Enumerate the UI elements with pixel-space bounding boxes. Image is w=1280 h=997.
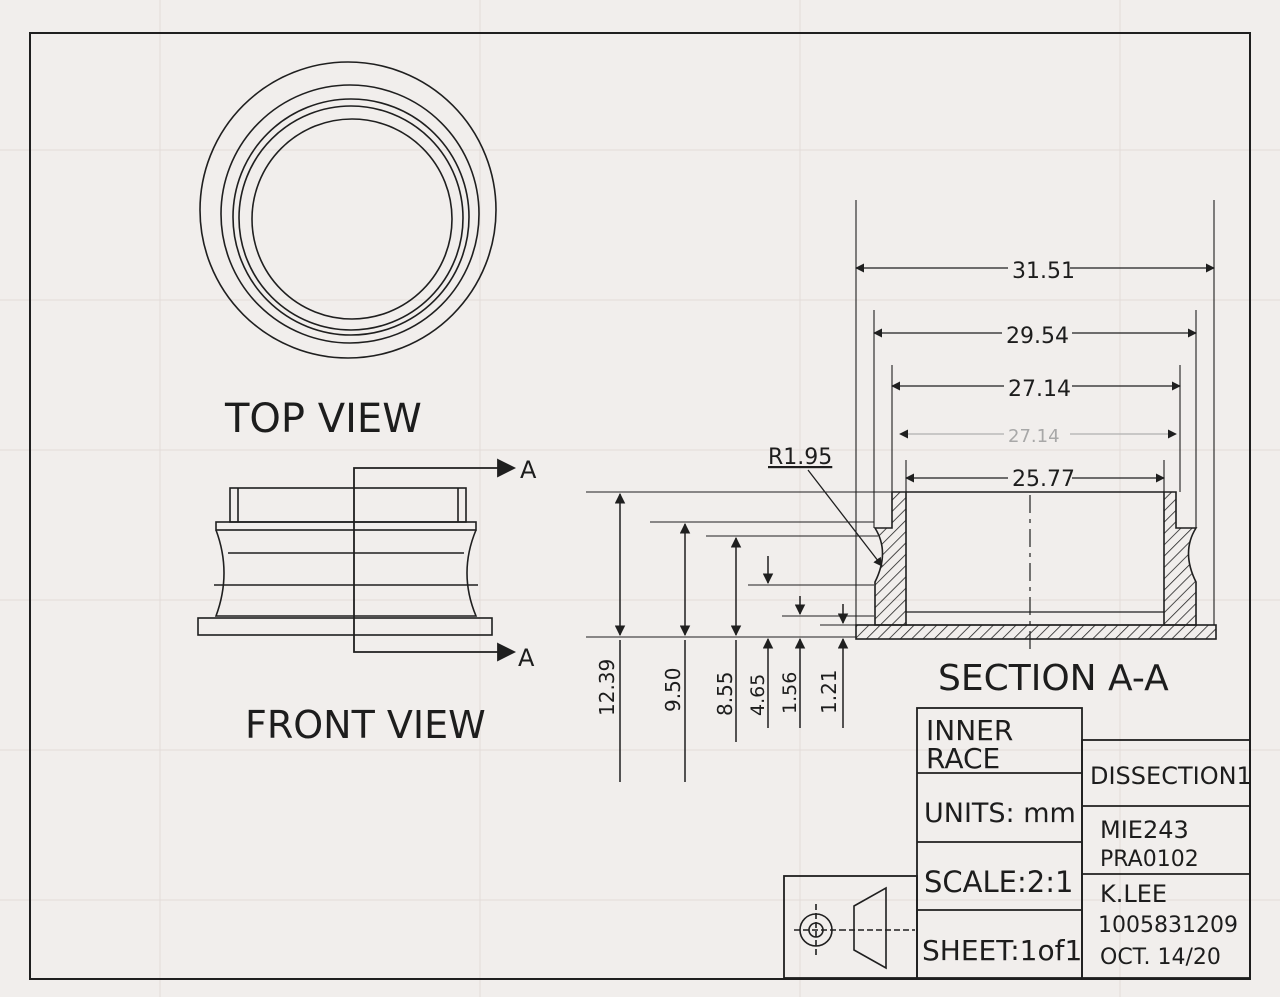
section-marker-upper: A — [520, 456, 537, 484]
title-assembly: DISSECTION1 — [1090, 762, 1252, 790]
dim-label-27-14-faint: 27.14 — [1008, 426, 1060, 447]
dim-label-1-21: 1.21 — [817, 669, 841, 714]
dim-label-25-77: 25.77 — [1012, 467, 1075, 492]
section-view-drawing — [855, 491, 1217, 655]
dim-label-9-50: 9.50 — [661, 667, 685, 712]
title-units: UNITS: mm — [924, 798, 1076, 829]
dim-label-31-51: 31.51 — [1012, 259, 1075, 284]
top-view-label: TOP VIEW — [224, 396, 422, 442]
vertical-extension-lines — [586, 491, 892, 638]
dim-label-4-65: 4.65 — [747, 674, 769, 716]
title-course-line1: MIE243 — [1100, 816, 1189, 844]
radius-label: R1.95 — [768, 445, 832, 470]
top-view-drawing — [199, 61, 497, 359]
title-author-line1: K.LEE — [1100, 880, 1167, 908]
dim-label-29-54: 29.54 — [1006, 324, 1069, 349]
dim-label-27-14: 27.14 — [1008, 377, 1071, 402]
dim-label-12-39: 12.39 — [595, 659, 619, 716]
title-block — [783, 707, 1251, 979]
title-course-line2: PRA0102 — [1100, 847, 1199, 872]
vertical-dimension-lines — [614, 492, 849, 782]
title-part-line2: RACE — [926, 742, 1000, 775]
title-author-line3: OCT. 14/20 — [1100, 945, 1221, 970]
front-view-drawing — [197, 487, 493, 636]
section-marker-lower: A — [518, 644, 535, 672]
projection-symbol — [794, 886, 915, 970]
drawing-border — [29, 32, 1251, 980]
title-author-line2: 1005831209 — [1098, 913, 1238, 938]
horizontal-dimension-lines — [855, 263, 1215, 483]
section-view-label: SECTION A-A — [938, 658, 1169, 699]
radius-leader — [807, 469, 883, 567]
dim-label-8-55: 8.55 — [713, 671, 737, 716]
cutting-plane-line — [353, 458, 517, 662]
front-view-label: FRONT VIEW — [245, 703, 486, 747]
title-part-line1: INNER — [926, 714, 1013, 747]
title-scale: SCALE:2:1 — [924, 865, 1073, 899]
dim-label-1-56: 1.56 — [779, 672, 801, 714]
title-sheet: SHEET:1of1 — [922, 934, 1082, 967]
